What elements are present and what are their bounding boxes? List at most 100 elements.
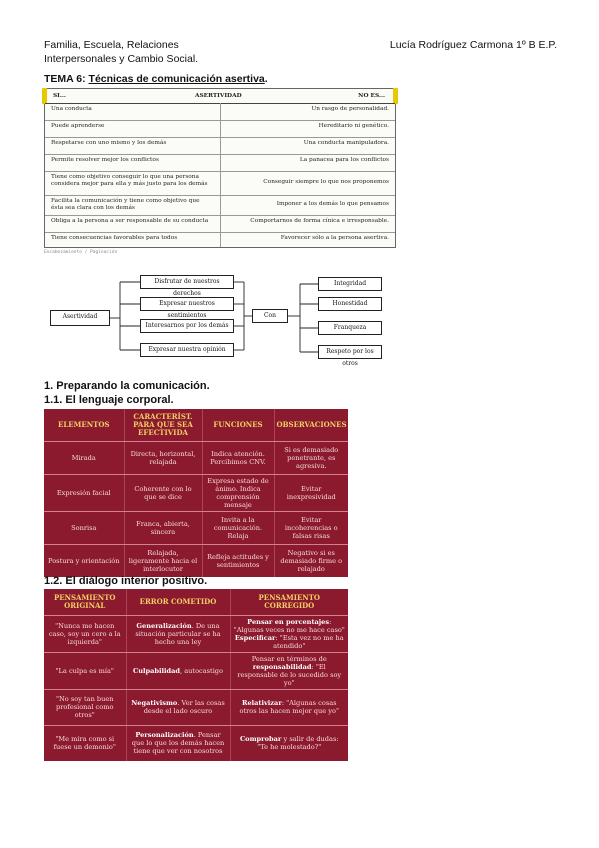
error-term: Generalización (136, 621, 192, 630)
table-cell: Expresa estado de ánimo. Indica comprens… (202, 474, 275, 512)
table-cell-error: Negativismo. Ver las cosas desde el lado… (126, 689, 231, 726)
body-language-table: ELEMENTOS CARACTERÍST. PARA QUE SEA EFEC… (44, 409, 348, 577)
scan-cell-yes: Una conducta (51, 106, 92, 112)
header-course-line1: Familia, Escuela, Relaciones (44, 39, 179, 51)
tema-heading: TEMA 6: Técnicas de comunicación asertiv… (44, 73, 268, 85)
table-cell: Coherente con lo que se dice (124, 474, 203, 512)
section-heading-1-2: 1.2. El diálogo interior positivo. (44, 575, 208, 587)
scan-cell-no: Imponer a los demás lo que pensamos (276, 201, 389, 207)
scan-header-title: ASERTIVIDAD (195, 93, 242, 99)
scan-row: Tiene como objetivo conseguir lo que una… (45, 171, 395, 196)
table-cell: Postura y orientación (44, 544, 125, 577)
table-cell: Refleja actitudes y sentimientos (202, 544, 275, 577)
column-header: PENSAMIENTO CORREGIDO (230, 589, 348, 616)
table-cell-corrected: Pensar en porcentajes: "Algunas veces no… (230, 615, 348, 653)
scan-header-no: NO ES... (358, 93, 385, 99)
fix-term: Relativizar (241, 699, 282, 707)
table-cell: Si es demasiado penetrante, es agresiva. (274, 441, 348, 475)
table-cell-error: Culpabilidad, autocastigo (126, 652, 231, 690)
table-cell-error: Generalización. De una situación particu… (126, 615, 231, 653)
table-cell: Franca, abierta, sincera (124, 511, 203, 545)
scan-cell-yes: Tiene como objetivo conseguir lo que una… (51, 174, 208, 187)
fix-text: : "Algunas cosas otros las hacen mejor q… (239, 699, 339, 715)
diagram-branch-box: Expresar nuestra opinión (140, 343, 234, 357)
column-header: ELEMENTOS (44, 409, 125, 442)
scan-cell-yes: Obliga a la persona a ser responsable de… (51, 218, 209, 224)
fix-term: Comprobar (239, 735, 282, 744)
scan-row: Una conducta Un rasgo de personalidad. (45, 103, 395, 121)
scan-row: Facilita la comunicación y tiene como ob… (45, 195, 395, 216)
scan-cell-no: Favorecer sólo a la persona asertiva. (280, 235, 389, 241)
fix-term: Pensar en porcentajes (247, 617, 330, 626)
error-term: Culpabilidad (132, 666, 181, 675)
error-term: Negativismo (131, 699, 178, 707)
tema-prefix: TEMA 6: (44, 73, 89, 85)
header-author: Lucía Rodríguez Carmona 1º B E.P. (389, 39, 557, 51)
diagram-root-box: Asertividad (50, 310, 110, 326)
diagram-branch-box: Disfrutar de nuestros derechos (140, 275, 234, 297)
table-cell: Sonrisa (44, 511, 125, 545)
error-text: . Ver las cosas desde el lado oscuro (143, 699, 225, 715)
scan-cell-yes: Tiene consecuencias favorables para todo… (51, 235, 178, 241)
table-cell: Evitar incoherencias o falsas risas (274, 511, 348, 545)
table-cell: Negativo si es demasiado firme o relajad… (280, 548, 343, 573)
fix-text: Pensar en términos de (251, 654, 327, 663)
section-heading-1-1: 1.1. El lenguaje corporal. (44, 394, 174, 406)
diagram-branch-box: Expresar nuestros sentimientos (140, 297, 234, 319)
scan-cell-no: Un rasgo de personalidad. (311, 106, 389, 112)
scan-row: Respetarse con uno mismo y los demás Una… (45, 137, 395, 155)
table-cell: Invita a la comunicación. Relaja (202, 511, 275, 545)
table-cell-error: Personalización. Pensar que lo que los d… (126, 725, 231, 761)
diagram-target-box: Respeto por los otros (318, 345, 382, 367)
table-cell: Evitar inexpresividad (274, 474, 348, 512)
scan-cell-yes: Facilita la comunicación y tiene como ob… (51, 198, 200, 211)
fix-term: responsabilidad (252, 662, 312, 671)
table-cell-original: "La culpa es mía" (44, 652, 127, 690)
scan-cell-yes: Permite resolver mejor los conflictos (51, 157, 159, 163)
highlight-mark-right (393, 88, 398, 104)
header-course-line2: Interpersonales y Cambio Social. (44, 53, 199, 65)
diagram-target-box: Franqueza (318, 321, 382, 335)
column-header: FUNCIONES (202, 409, 275, 442)
table-cell: Directa, horizontal, relajada (124, 441, 203, 475)
scan-table-header: SI... ASERTIVIDAD NO ES... (45, 89, 395, 104)
table-cell: Relajada, ligeramente hacia el interlocu… (124, 544, 203, 577)
table-row: Mirada Directa, horizontal, relajada Ind… (44, 441, 348, 475)
table-header-row: PENSAMIENTO ORIGINAL ERROR COMETIDO PENS… (44, 589, 348, 616)
table-cell-corrected: Pensar en términos de responsabilidad: "… (230, 652, 348, 690)
assertiveness-diagram: Asertividad Disfrutar de nuestros derech… (44, 262, 396, 372)
table-row: "No soy tan buen profesional como otros"… (44, 689, 348, 726)
diagram-target-box: Honestidad (318, 297, 382, 311)
column-header: ERROR COMETIDO (126, 589, 231, 616)
table-cell: Mirada (44, 441, 125, 475)
table-cell-original: "Me mira como si fuese un demonio" (44, 725, 127, 761)
column-header: PENSAMIENTO ORIGINAL (44, 589, 127, 616)
scan-caption: Encabezamiento / Paginación (44, 250, 118, 255)
table-cell-corrected: Relativizar: "Algunas cosas otros las ha… (230, 689, 348, 726)
table-row: "Me mira como si fuese un demonio" Perso… (44, 725, 348, 761)
scan-header-si: SI... (53, 93, 66, 99)
header-course: Familia, Escuela, Relaciones Interperson… (44, 38, 198, 66)
table-cell-original: "Nunca me hacen caso, soy un cero a la i… (44, 615, 127, 653)
scan-cell-yes: Puede aprenderse (51, 123, 105, 129)
scan-row: Permite resolver mejor los conflictos La… (45, 154, 395, 172)
scan-cell-no: La panacea para los conflictos (299, 157, 389, 163)
fix-text: : "Esta vez no me ha atendido" (273, 633, 344, 650)
diagram-branch-box: Interesarnos por los demás (140, 319, 234, 333)
error-term: Personalización (135, 731, 194, 740)
scan-row: Obliga a la persona a ser responsable de… (45, 215, 395, 233)
table-row: Postura y orientación Relajada, ligerame… (44, 544, 348, 577)
tema-title: Técnicas de comunicación asertiva (88, 73, 265, 85)
scan-cell-no: Hereditario ni genético. (318, 123, 389, 129)
fix-text: : "Algunas veces no me hace caso" (233, 617, 345, 634)
scan-cell-yes: Respetarse con uno mismo y los demás (51, 140, 167, 146)
tema-suffix: . (264, 73, 268, 85)
table-cell: Indica atención. Percibimos CNV. (202, 441, 275, 475)
inner-dialogue-table: PENSAMIENTO ORIGINAL ERROR COMETIDO PENS… (44, 589, 348, 761)
assertiveness-scan-table: SI... ASERTIVIDAD NO ES... Una conducta … (42, 88, 398, 248)
diagram-connectors (110, 281, 318, 353)
scan-row: Tiene consecuencias favorables para todo… (45, 232, 395, 247)
table-row: Sonrisa Franca, abierta, sincera Invita … (44, 511, 348, 545)
scan-cell-no: Conseguir siempre lo que nos proponemos (263, 179, 389, 185)
fix-term: Especificar (234, 633, 276, 642)
